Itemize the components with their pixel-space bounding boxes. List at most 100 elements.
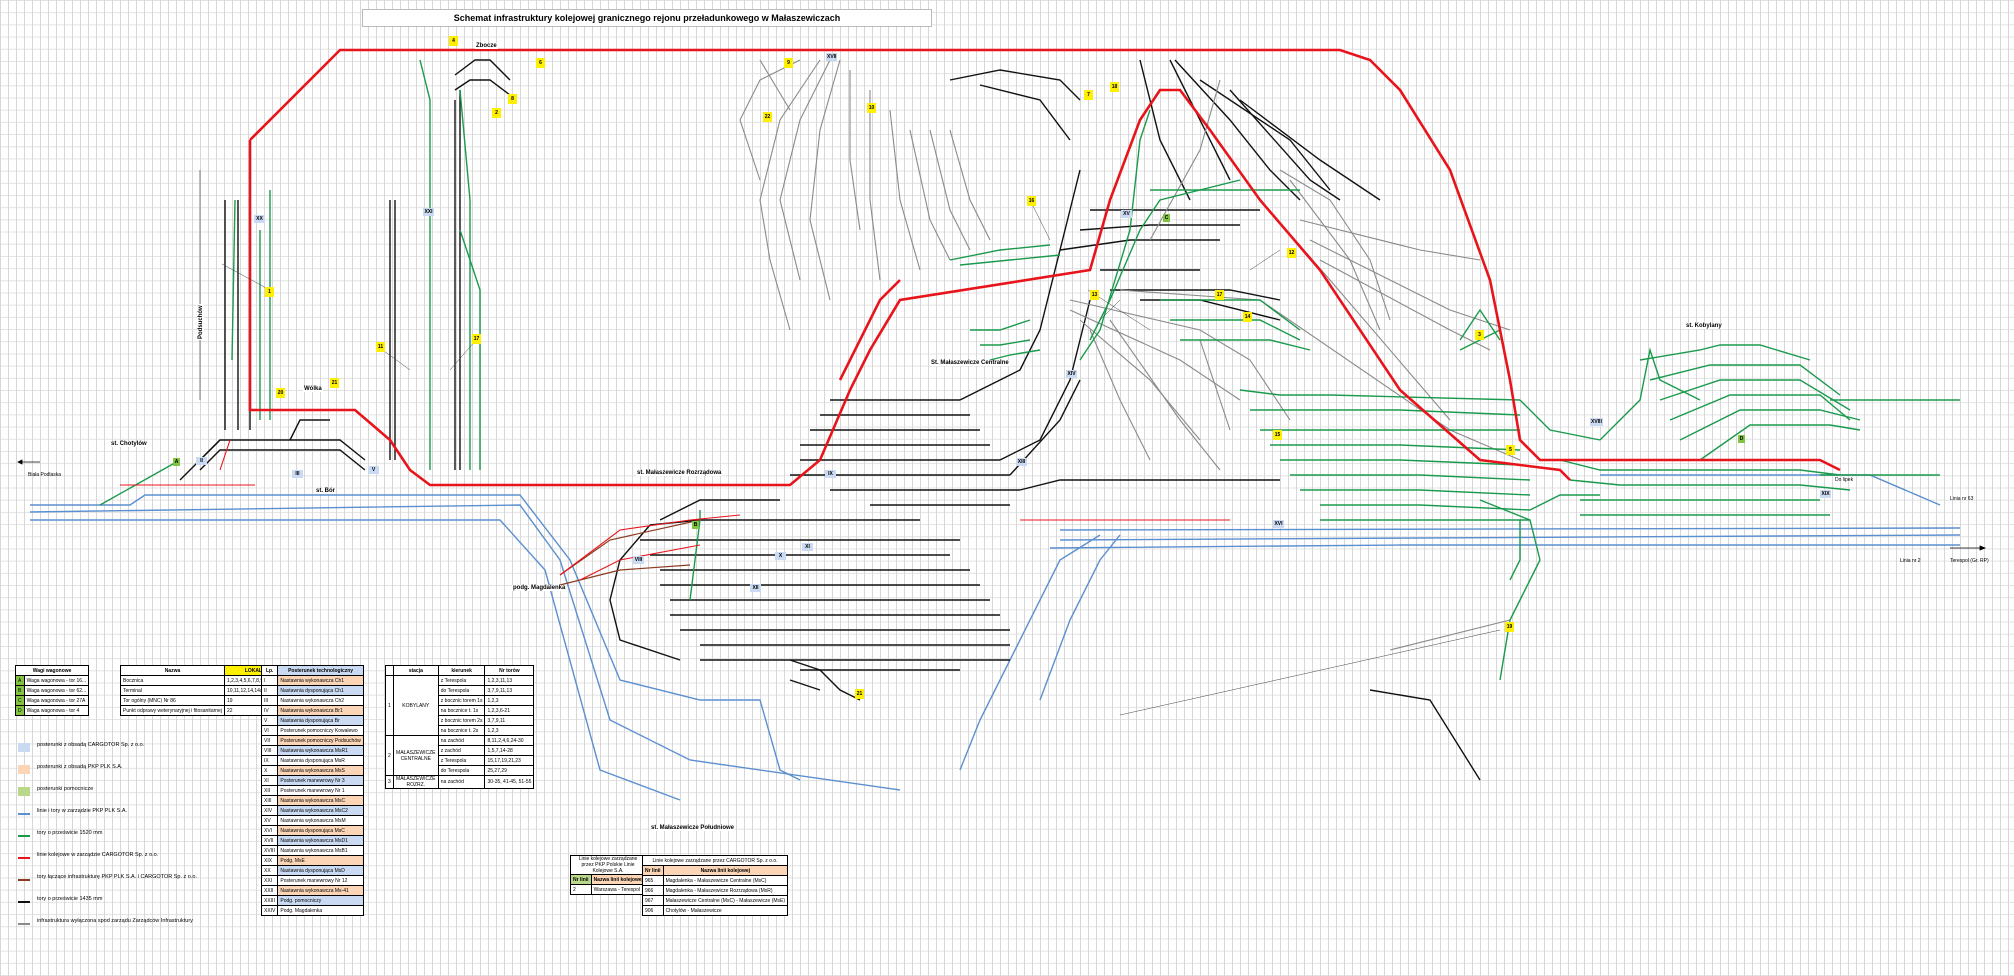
station-label-kobylany: st. Kobylany — [1685, 323, 1723, 329]
marker-posterunek: XVII — [826, 53, 838, 61]
marker-yellow: 21 — [855, 689, 864, 699]
broad-gauge-tracks — [99, 59, 1960, 681]
marker-yellow: 2 — [492, 108, 501, 118]
direction-biala: Biała Podlaska — [28, 472, 62, 478]
cargotor-branches — [120, 439, 1230, 581]
legend-item: posterunki z obsadą PKP PLK S.A. — [15, 760, 255, 782]
marker-yellow: 4 — [449, 36, 458, 46]
marker-posterunek: XX — [254, 215, 265, 223]
table-linie-pkp: Linie kolejowe zarządzane przez PKP Pols… — [569, 855, 647, 895]
station-label-bor: st. Bór — [315, 488, 337, 494]
marker-waga: B — [692, 521, 699, 529]
marker-posterunek: XII — [750, 584, 761, 592]
marker-yellow: 12 — [1287, 248, 1296, 258]
direction-terespol: Terespol (Gr. RP) — [1950, 558, 1989, 564]
marker-waga: A — [173, 458, 180, 466]
connecting-tracks — [559, 519, 701, 586]
marker-posterunek: X — [775, 552, 786, 560]
marker-yellow: 17 — [1215, 290, 1224, 300]
marker-yellow: 10 — [867, 103, 876, 113]
station-label-chotylow: st. Chotylów — [110, 441, 148, 447]
legend-item: tory łączące infrastrukturę PKP PLK S.A.… — [15, 870, 255, 892]
marker-posterunek: XIV — [1066, 370, 1077, 378]
legend-text: tory o prześwicie 1435 mm — [37, 896, 103, 902]
legend-swatch — [18, 765, 30, 774]
direction-arrows — [17, 459, 1987, 551]
legend-line — [18, 901, 30, 903]
marker-yellow: 22 — [763, 112, 772, 122]
cargotor-lines — [248, 48, 1841, 487]
legend-line — [18, 879, 30, 881]
marker-posterunek: XI — [802, 543, 813, 551]
marker-posterunek: XIII — [1016, 458, 1027, 466]
marker-posterunek: XVI — [1273, 520, 1284, 528]
marker-posterunek: XVIII — [1590, 418, 1603, 426]
marker-yellow: 19 — [1505, 622, 1514, 632]
leader-lines — [221, 199, 1501, 716]
legend: posterunki z obsadą CARGOTOR Sp. z o.o. p… — [15, 738, 255, 936]
station-label-magdalenka: podg. Magdalenka — [512, 585, 567, 591]
legend-text: posterunki z obsadą CARGOTOR Sp. z o.o. — [37, 742, 145, 748]
legend-text: tory o prześwicie 1520 mm — [37, 830, 103, 836]
legend-text: posterunki pomocnicze — [37, 786, 94, 792]
page-title: Schemat infrastruktury kolejowej granicz… — [362, 9, 932, 27]
legend-line — [18, 813, 30, 815]
marker-yellow: 16 — [1027, 196, 1036, 206]
legend-swatch — [18, 743, 30, 752]
marker-posterunek: XV — [1121, 210, 1132, 218]
legend-item: tory o prześwicie 1435 mm — [15, 892, 255, 914]
direction-linia2: Linia nr 2 — [1900, 558, 1921, 564]
table-linie-cargotor: Linie kolejowe zarządzane przez CARGOTOR… — [641, 855, 789, 916]
marker-yellow: 17 — [472, 334, 481, 344]
pkp-lines — [29, 474, 1961, 801]
legend-item: posterunki pomocnicze — [15, 782, 255, 804]
marker-posterunek: II — [196, 457, 207, 465]
legend-item: infrastruktura wyłączona spod zarządu Za… — [15, 914, 255, 936]
marker-waga: D — [1738, 435, 1745, 443]
legend-text: linie i tory w zarządzie PKP PLK S.A. — [37, 808, 128, 814]
marker-yellow: 1 — [265, 287, 274, 297]
legend-swatch — [18, 787, 30, 796]
legend-item: tory o prześwicie 1520 mm — [15, 826, 255, 848]
station-label-centralne: St. Małaszewicze Centralne — [930, 360, 1010, 366]
table-wagi-header: Wagi wagonowe — [14, 665, 90, 676]
marker-yellow: 13 — [1090, 290, 1099, 300]
marker-yellow: 14 — [1243, 312, 1252, 322]
legend-item: linie kolejowe w zarządzie CARGOTOR Sp. … — [15, 848, 255, 870]
station-label-poludniowe: st. Małaszewicze Południowe — [650, 825, 736, 831]
standard-gauge-tracks — [179, 59, 1481, 781]
marker-waga: C — [1163, 214, 1170, 222]
marker-yellow: 20 — [276, 388, 285, 398]
station-label-podsuchow: Podsuchów — [198, 304, 204, 340]
marker-posterunek: VIII — [633, 556, 644, 564]
